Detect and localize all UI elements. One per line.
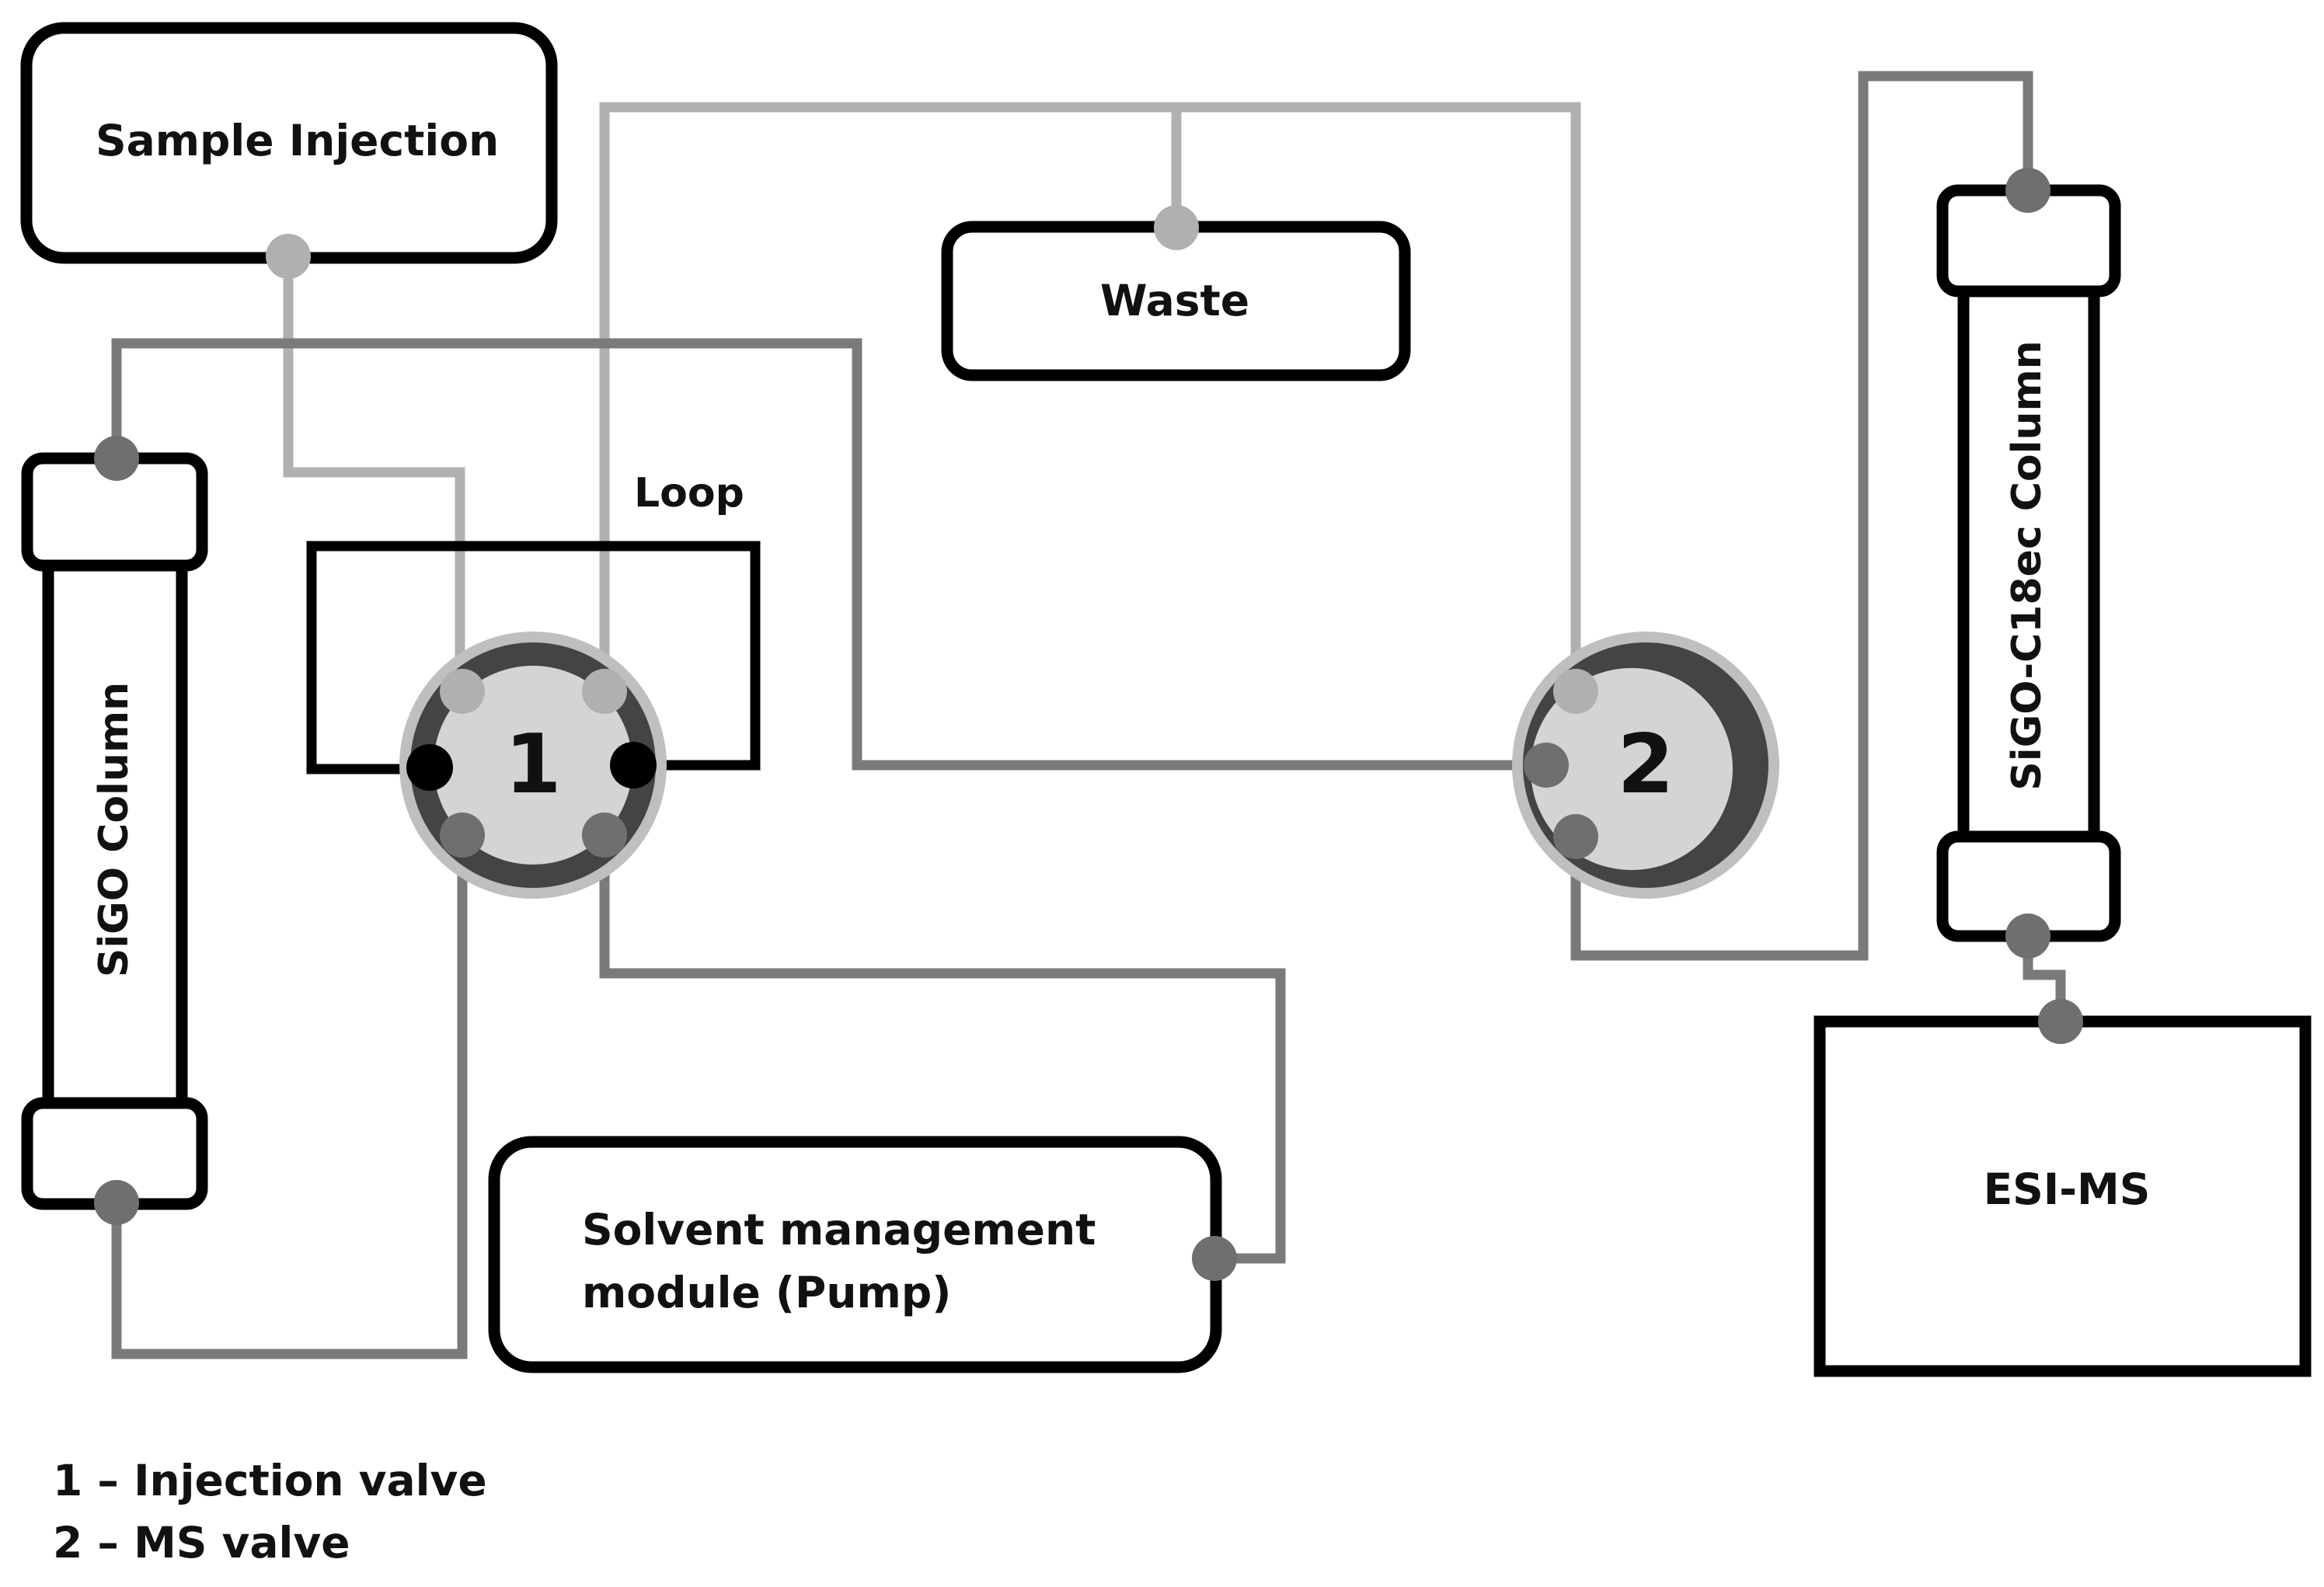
sample-injection-label: Sample Injection bbox=[96, 116, 499, 165]
tube-valve1-to-waste-to-valve2 bbox=[599, 102, 1581, 691]
valve1-face bbox=[434, 666, 632, 865]
port-sample-out bbox=[266, 234, 311, 279]
tube-valve1-to-pump bbox=[599, 835, 1286, 1264]
waste-label: Waste bbox=[1100, 276, 1249, 325]
port-sigo-top bbox=[94, 436, 139, 481]
port-c18-bottom bbox=[2005, 914, 2050, 959]
legend-item-1: 1 – Injection valve bbox=[53, 1456, 487, 1505]
tube-sample-to-valve1 bbox=[283, 256, 465, 691]
pump-box bbox=[488, 1136, 1222, 1373]
port-valve1-bottom-left bbox=[440, 813, 485, 858]
sigo-column-label: SiGO Column bbox=[91, 682, 138, 977]
pump-label-line1: Solvent management bbox=[582, 1205, 1096, 1255]
legend-item-2: 2 – MS valve bbox=[53, 1518, 350, 1568]
port-esims-in bbox=[2038, 999, 2083, 1044]
sample-loop bbox=[306, 541, 761, 774]
port-c18-top bbox=[2005, 168, 2050, 213]
esi-ms-box bbox=[1814, 1015, 2312, 1377]
port-valve1-bottom-right bbox=[582, 813, 627, 858]
port-sigo-bottom bbox=[94, 1180, 139, 1225]
port-waste-in bbox=[1154, 205, 1199, 250]
port-valve1-top-left bbox=[440, 669, 485, 714]
sigo-column: SiGO Column bbox=[21, 452, 208, 1210]
c18-column-label: SiGO-C18ec Column bbox=[2004, 340, 2050, 790]
tube-sigo-bottom-to-valve1 bbox=[111, 835, 468, 1359]
port-loop-right bbox=[610, 742, 657, 788]
tube-sigo-to-valve2 bbox=[111, 338, 1546, 771]
valve2-number: 2 bbox=[1617, 717, 1674, 812]
port-pump-out bbox=[1192, 1236, 1237, 1281]
c18-column-body bbox=[1957, 281, 2100, 849]
valve1-number: 1 bbox=[504, 717, 561, 812]
port-valve1-top-right bbox=[582, 669, 627, 714]
port-valve2-top bbox=[1553, 669, 1598, 714]
port-loop-left bbox=[406, 744, 453, 791]
pump-label-line2: module (Pump) bbox=[582, 1268, 951, 1317]
tube-valve2-to-c18-column bbox=[1570, 71, 2033, 961]
sigo-c18ec-column: SiGO-C18ec Column bbox=[1936, 184, 2121, 942]
port-valve2-left bbox=[1524, 743, 1569, 788]
esi-ms-label: ESI-MS bbox=[1984, 1164, 2151, 1214]
loop-label: Loop bbox=[634, 470, 744, 517]
port-valve2-bottom bbox=[1553, 814, 1598, 859]
